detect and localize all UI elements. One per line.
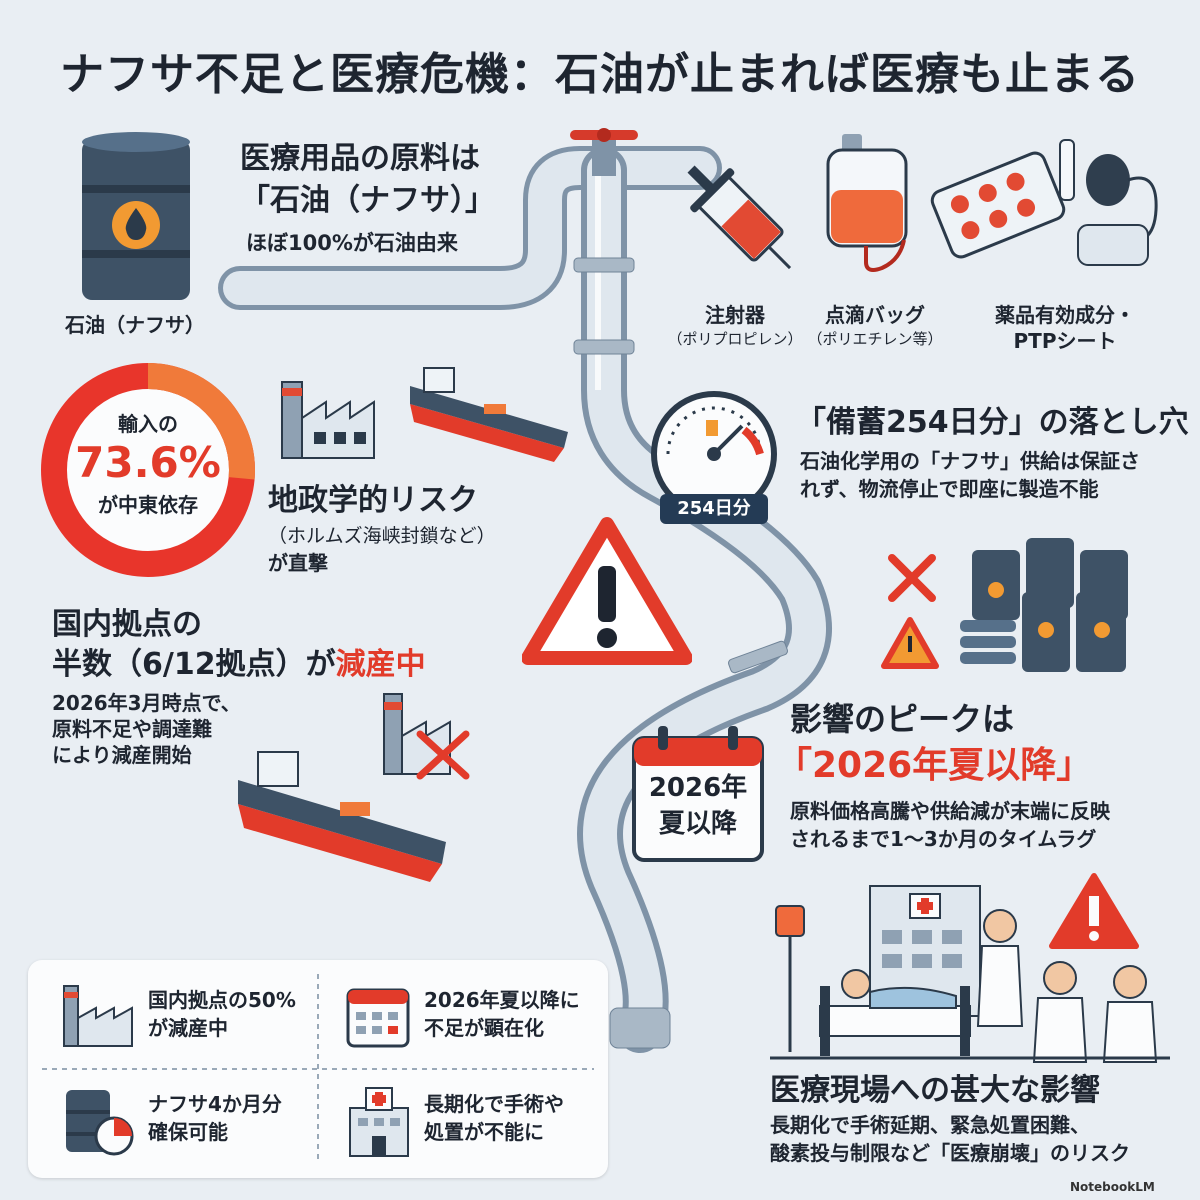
syringe-icon xyxy=(687,165,792,270)
domestic-line2: 原料不足や調達難 xyxy=(52,717,212,741)
summary-panel: 国内拠点の50% が減産中 2026年夏以降に 不足が顕在化 ナフサ4か月分 確… xyxy=(28,960,608,1178)
factory-stopped-icon xyxy=(383,693,470,780)
raw-material-heading-2: 「石油（ナフサ）」 xyxy=(240,183,495,218)
summary-line2: 不足が顕在化 xyxy=(424,1016,544,1040)
geo-risk-line1: （ホルムズ海峡封鎖など） xyxy=(268,525,496,547)
product-medicine: 薬品有効成分・ PTPシート xyxy=(960,302,1170,354)
donut-highlight-arc xyxy=(41,363,255,577)
summary-line1: 2026年夏以降に xyxy=(424,988,580,1012)
summary-item-naphtha: ナフサ4か月分 確保可能 xyxy=(148,1090,282,1146)
oil-barrel-icon xyxy=(82,132,190,300)
domestic-heading-1: 国内拠点の xyxy=(52,607,202,642)
reserve-line1: 石油化学用の「ナフサ」供給は保証さ xyxy=(800,449,1140,473)
raw-material-heading-1: 医療用品の原料は xyxy=(240,141,480,176)
calendar-line2: 夏以降 xyxy=(658,809,737,839)
product-sub: （ポリエチレン等） xyxy=(807,330,943,348)
watermark: NotebookLM xyxy=(1070,1180,1155,1194)
iv-bag-icon xyxy=(826,134,908,272)
medical-line2: 酸素投与制限など「医療崩壊」のリスク xyxy=(770,1141,1130,1165)
summary-item-hospital: 長期化で手術や 処置が不能に xyxy=(424,1090,564,1146)
peak-line1: 原料価格高騰や供給減が末端に反映 xyxy=(790,799,1110,823)
medical-heading: 医療現場への甚大な影響 xyxy=(770,1073,1100,1108)
peak-line2: されるまで1〜3か月のタイムラグ xyxy=(790,827,1097,851)
summary-dividers xyxy=(42,974,594,1164)
reserve-badge: 254日分 xyxy=(660,494,768,524)
donut-line3: が中東依存 xyxy=(98,493,198,517)
calendar-icon xyxy=(632,726,764,862)
summary-line1: 国内拠点の50% xyxy=(148,988,296,1012)
domestic-heading-2a: 半数（6/12拠点）が xyxy=(52,647,336,682)
donut-label: 輸入の 73.6% が中東依存 xyxy=(36,408,260,518)
reserve-line2: れず、物流停止で即座に製造不能 xyxy=(800,477,1099,501)
donut-chart xyxy=(41,363,255,577)
calendar-text: 2026年 夏以降 xyxy=(636,770,760,842)
medical-line1: 長期化で手術延期、緊急処置困難、 xyxy=(770,1113,1090,1137)
calendar-icon xyxy=(346,988,410,1048)
product-sub: （ポリプロピレン） xyxy=(667,330,803,348)
product-name: 薬品有効成分・ xyxy=(995,303,1135,327)
donut-line1: 輸入の xyxy=(118,412,178,436)
summary-line2: 処置が不能に xyxy=(424,1120,544,1144)
domestic-line1: 2026年3月時点で、 xyxy=(52,691,241,715)
product-sub: PTPシート xyxy=(1013,329,1117,353)
tanker-ship-icon xyxy=(410,367,568,462)
donut-value: 73.6% xyxy=(75,438,221,487)
reserve-heading: 「備蓄254日分」の落とし穴 xyxy=(796,405,1189,440)
raw-material-subtext: ほぼ100%が石油由来 xyxy=(246,231,458,255)
tanker-ship-2-icon xyxy=(238,751,446,882)
summary-line2: 確保可能 xyxy=(148,1120,228,1144)
factory-icon xyxy=(63,985,133,1047)
barrel-clock-icon xyxy=(66,1090,134,1156)
warning-icon xyxy=(522,517,692,665)
summary-item-factory: 国内拠点の50% が減産中 xyxy=(148,986,296,1042)
summary-line1: ナフサ4か月分 xyxy=(148,1092,282,1116)
product-name: 点滴バッグ xyxy=(825,303,925,327)
domestic-heading-2: 半数（6/12拠点）が減産中 xyxy=(52,646,426,684)
summary-item-calendar: 2026年夏以降に 不足が顕在化 xyxy=(424,986,580,1042)
page-title: ナフサ不足と医療危機：石油が止まれば医療も止まる xyxy=(60,49,1140,100)
hospital-scene-illustration xyxy=(770,873,1170,1063)
barrels-stack-icon xyxy=(881,538,1128,672)
factory-icon xyxy=(281,381,375,459)
summary-line1: 長期化で手術や xyxy=(424,1092,564,1116)
product-iv-bag: 点滴バッグ （ポリエチレン等） xyxy=(800,302,950,349)
summary-line2: が減産中 xyxy=(148,1016,228,1040)
fuel-gauge-icon xyxy=(651,391,777,500)
calendar-line1: 2026年 xyxy=(648,773,748,803)
geo-risk-line2: が直撃 xyxy=(268,551,328,575)
hospital-icon xyxy=(349,1087,409,1157)
medicine-ptp-icon xyxy=(930,139,1158,266)
domestic-line3: により減産開始 xyxy=(52,743,192,767)
peak-highlight: 「2026年夏以降」 xyxy=(776,745,1093,786)
product-name: 注射器 xyxy=(705,303,765,327)
peak-heading: 影響のピークは xyxy=(790,700,1015,738)
domestic-heading-2b: 減産中 xyxy=(335,647,426,682)
barrel-label: 石油（ナフサ） xyxy=(65,313,205,337)
geo-risk-heading: 地政学的リスク xyxy=(268,483,478,518)
product-syringe: 注射器 （ポリプロピレン） xyxy=(660,302,810,349)
